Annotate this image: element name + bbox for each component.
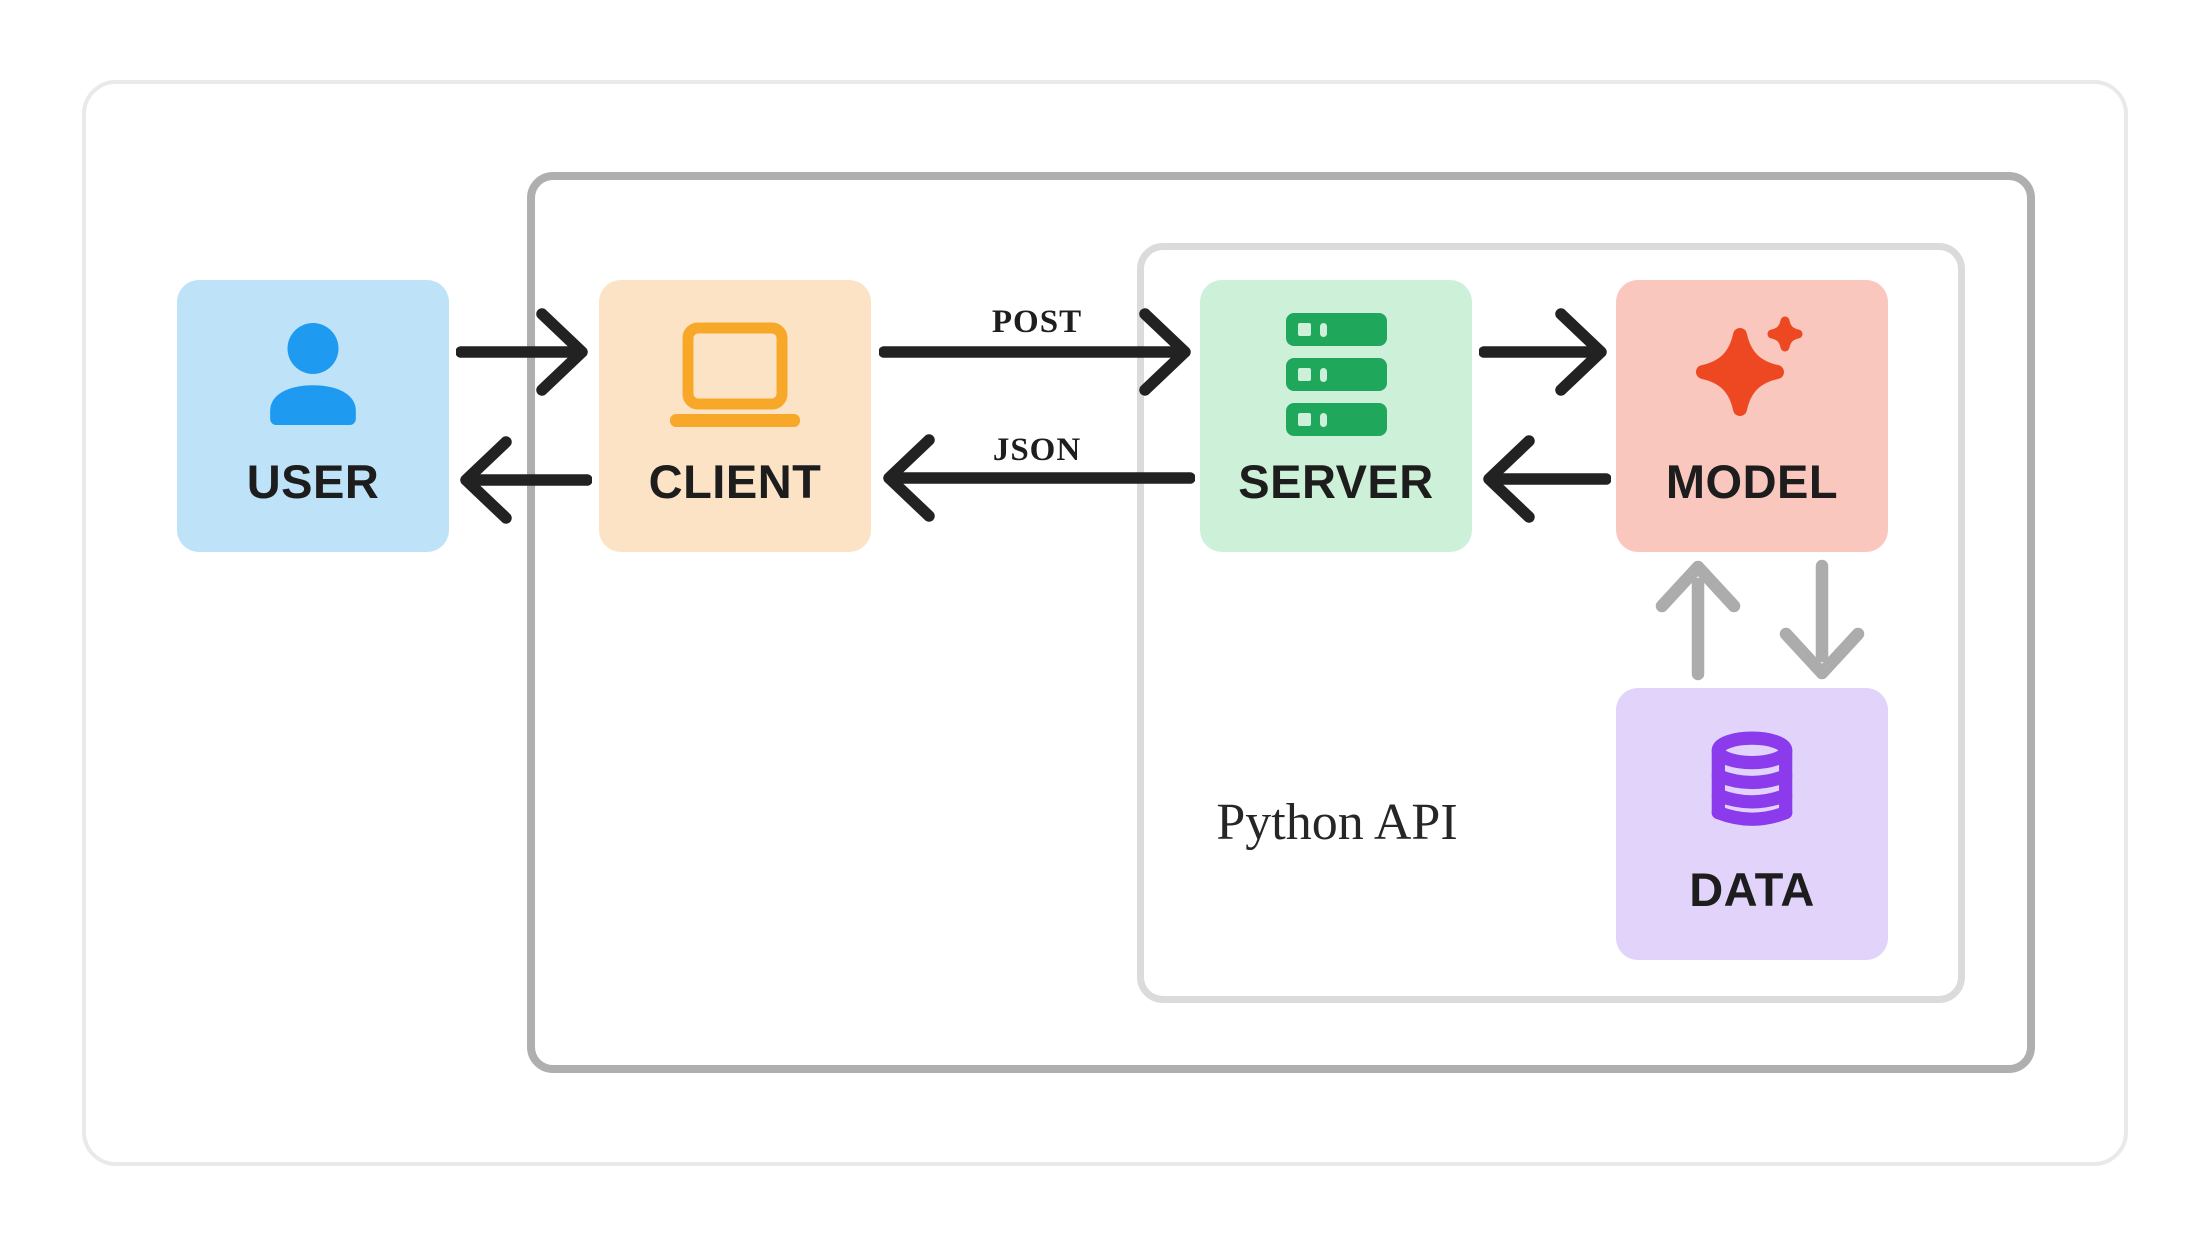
arrow-client-to-server [879, 308, 1191, 396]
arrow-user-to-client [456, 308, 588, 396]
server-rack-icon [1284, 312, 1389, 436]
arrow-model-to-server [1483, 435, 1611, 523]
data-node: DATA [1616, 688, 1888, 960]
client-label: CLIENT [648, 455, 822, 508]
arrow-server-to-model [1479, 308, 1607, 396]
model-node: MODEL [1616, 280, 1888, 552]
data-label: DATA [1689, 863, 1815, 916]
client-node: CLIENT [599, 280, 871, 552]
database-icon [1701, 720, 1803, 844]
ai-sparkle-icon [1693, 312, 1811, 436]
arrow-model-to-data [1779, 559, 1865, 680]
user-node: USER [177, 280, 449, 552]
post-edge-label: POST [991, 304, 1083, 340]
json-edge-label: JSON [992, 432, 1082, 468]
person-icon [262, 312, 364, 436]
server-label: SERVER [1238, 455, 1434, 508]
user-label: USER [246, 455, 380, 508]
server-node: SERVER [1200, 280, 1472, 552]
arrow-client-to-user [460, 436, 592, 524]
arrow-data-to-model [1655, 560, 1741, 681]
laptop-icon [668, 312, 802, 436]
python-api-label: Python API [1216, 794, 1458, 851]
model-label: MODEL [1665, 455, 1839, 508]
arrow-server-to-client [883, 434, 1195, 522]
